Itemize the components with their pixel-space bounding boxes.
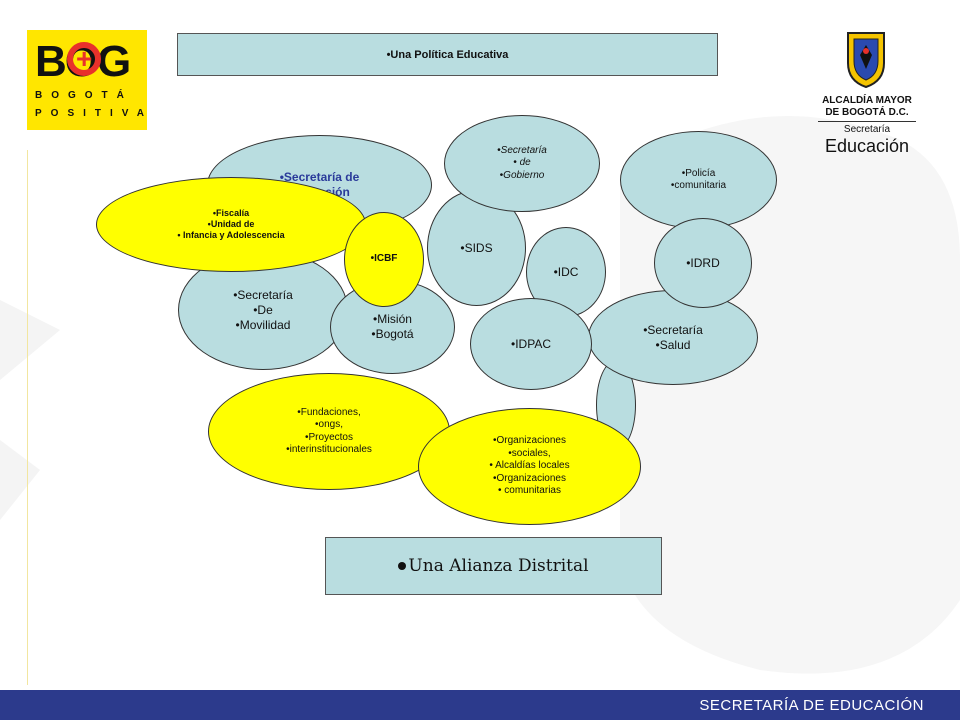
node-secretaria-gobierno: •Secretaría • de •Gobierno [444, 115, 600, 212]
left-guide-line [27, 150, 28, 685]
alliance-box: Una Alianza Distrital [325, 537, 662, 595]
node-icbf: •ICBF [344, 212, 424, 307]
node-policia-comunitaria: •Policía •comunitaria [620, 131, 777, 229]
alcaldia-line4: Educación [824, 136, 910, 156]
node-mision-bogota: •Misión •Bogotá [330, 280, 455, 374]
plus-icon: + [76, 43, 93, 74]
alcaldia-line3: Secretaría [843, 124, 891, 135]
node-fundaciones: •Fundaciones, •ongs, •Proyectos •interin… [208, 373, 450, 490]
bogota-positiva-logo: BOG + BOGOTÁ POSITIVA [27, 30, 147, 130]
coat-of-arms-icon [847, 32, 885, 89]
alliance-text: Una Alianza Distrital [408, 556, 589, 576]
alcaldia-divider [818, 121, 916, 122]
alcaldia-line2: DE BOGOTÁ D.C. [825, 107, 909, 118]
node-fiscalia: •Fiscalía •Unidad de • Infancia y Adoles… [96, 177, 366, 272]
alcaldia-line1: ALCALDÍA MAYOR [822, 95, 912, 106]
plus-circle-icon [67, 42, 101, 76]
node-idpac: •IDPAC [470, 298, 592, 390]
node-idrd: •IDRD [654, 218, 752, 308]
node-secretaria-salud: •Secretaría •Salud [588, 290, 758, 385]
bog-logo-line1: BOGOTÁ [35, 90, 133, 101]
bottom-bar: SECRETARÍA DE EDUCACIÓN [0, 690, 960, 720]
bottom-bar-text: SECRETARÍA DE EDUCACIÓN [699, 697, 924, 714]
alcaldia-logo: ALCALDÍA MAYOR DE BOGOTÁ D.C. Secretaría… [808, 25, 926, 156]
node-organizaciones: •Organizaciones •sociales, • Alcaldías l… [418, 408, 641, 525]
bog-logo-line2: POSITIVA [35, 108, 153, 119]
bullet-icon [398, 562, 407, 570]
page-title: •Una Política Educativa [177, 33, 718, 76]
